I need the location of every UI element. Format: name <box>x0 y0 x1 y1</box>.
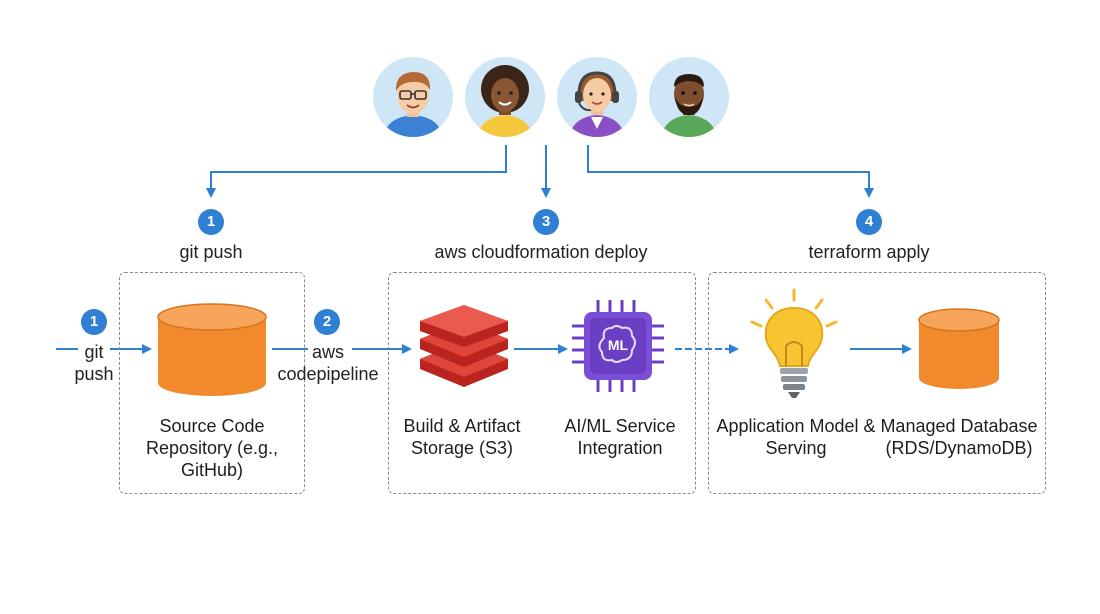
ml-chip-text: ML <box>608 337 629 353</box>
stage-command: aws cloudformation deploy <box>434 242 648 262</box>
node-label-ml-service: AI/ML Service Integration <box>564 416 676 458</box>
stage-badge: 4 <box>856 209 882 235</box>
ml-chip-icon: ML <box>572 300 664 392</box>
cylinder-database-icon <box>157 303 267 396</box>
stage-command: terraform apply <box>808 242 930 262</box>
stage-badge: 1 <box>198 209 224 235</box>
node-label-repository: Source Code Repository (e.g., GitHub) <box>145 416 279 480</box>
cylinder-database-icon <box>918 308 1000 389</box>
node-label-build-storage: Build & Artifact Storage (S3) <box>403 416 521 458</box>
connector-person2-to-stage1 <box>206 145 507 198</box>
deploy-stage-group <box>708 272 1046 494</box>
build-stage-group <box>388 272 696 494</box>
stacked-layers-icon <box>420 305 508 387</box>
link-label: aws codepipeline <box>277 342 379 384</box>
stage-command: git push <box>179 242 243 262</box>
node-label-managed-db: Managed Database (RDS/DynamoDB) <box>880 416 1038 458</box>
node-label-app-serving: Application Model & Serving <box>716 416 876 458</box>
person-curly-hair-icon <box>465 57 545 137</box>
person-headset-icon <box>557 57 637 137</box>
person-glasses-icon <box>373 57 453 137</box>
connector-person3-to-stage4 <box>587 145 874 198</box>
lightbulb-icon <box>750 288 838 398</box>
source-stage-group <box>119 272 305 494</box>
link-badge: 2 <box>314 309 340 335</box>
inflow-label: git push <box>74 342 114 384</box>
inflow-badge: 1 <box>81 309 107 335</box>
person-beard-icon <box>649 57 729 137</box>
stage-badge: 3 <box>533 209 559 235</box>
